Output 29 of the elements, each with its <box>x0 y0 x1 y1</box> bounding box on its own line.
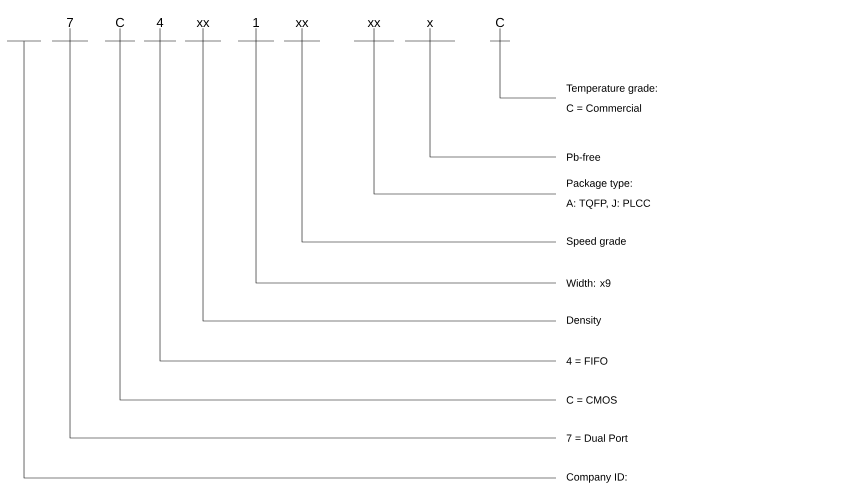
leader-line <box>160 28 556 362</box>
field-description: Width: x9 <box>566 279 610 287</box>
leader-line <box>256 28 556 284</box>
leader-line <box>24 40 556 478</box>
leader-line <box>70 28 556 438</box>
field-description: Temperature grade: C = Commercial <box>566 84 657 112</box>
leader-line <box>500 28 556 98</box>
leader-line <box>374 28 556 194</box>
leader-line <box>120 28 556 400</box>
leader-line <box>430 28 556 158</box>
code-segment: C <box>490 18 510 42</box>
code-segment: x <box>404 20 456 42</box>
field-description: Density <box>567 316 602 326</box>
field-description: Package type: A: TQFP, J: PLCC <box>566 179 650 209</box>
field-description: Company ID: <box>566 473 626 483</box>
code-segment: xx <box>184 20 222 42</box>
code-segment: 1 <box>238 18 274 42</box>
field-description: C = CMOS <box>566 396 617 404</box>
field-description: Pb-free <box>567 153 600 161</box>
code-segment: C <box>104 18 136 42</box>
field-description: 7 = Dual Port <box>566 434 628 442</box>
code-segment: xx <box>354 20 394 42</box>
code-segment: xx <box>284 20 320 42</box>
leader-line <box>302 28 556 242</box>
field-description: 4 = FIFO <box>566 357 608 365</box>
field-description: Speed grade <box>566 237 626 247</box>
leader-line <box>202 28 556 322</box>
code-segment: 7 <box>52 18 88 42</box>
code-segment: 4 <box>144 18 176 42</box>
